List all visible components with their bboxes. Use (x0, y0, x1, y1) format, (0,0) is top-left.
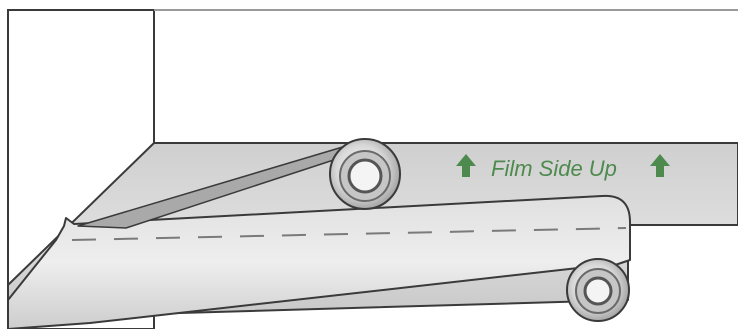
film-orientation-label: Film Side Up (456, 154, 670, 181)
top-roller-core (347, 158, 383, 194)
film-web-lower (7, 194, 631, 329)
up-arrow-icon (456, 154, 476, 177)
film-centerline (71, 227, 627, 241)
up-arrow-icon (650, 154, 670, 177)
film-side-up-label: Film Side Up (491, 156, 617, 181)
bottom-roller-core (583, 276, 613, 306)
top-roller (329, 138, 401, 210)
bottom-roller (566, 258, 630, 322)
